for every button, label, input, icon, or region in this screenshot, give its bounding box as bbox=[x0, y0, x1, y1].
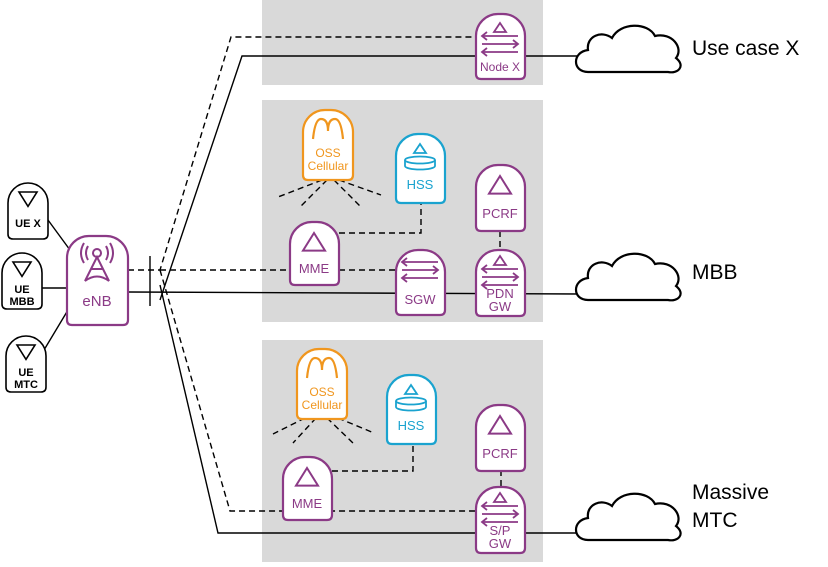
oss-fan-line bbox=[337, 417, 375, 434]
database-icon bbox=[404, 142, 436, 171]
hss-label: HSS bbox=[398, 418, 425, 433]
database-icon bbox=[395, 383, 427, 412]
cloud-label-use-case-x: Use case X bbox=[692, 37, 799, 60]
oss-fan-line bbox=[277, 179, 323, 198]
pcrf-label: PCRF bbox=[482, 206, 517, 221]
oss-fan-line bbox=[299, 179, 328, 208]
oss-label-line1: OSS bbox=[315, 146, 340, 160]
oss-fan-line bbox=[292, 417, 317, 444]
mbb-pcrf: PCRF bbox=[474, 163, 527, 233]
mtc-hss-shape bbox=[385, 373, 438, 446]
mtc-pcrf-shape bbox=[474, 403, 527, 473]
cloud-label-mtc-line1: Massive bbox=[692, 481, 769, 504]
oss-fan-line bbox=[272, 417, 306, 435]
ue-0: UE X bbox=[7, 182, 49, 240]
cloud-mtc bbox=[574, 492, 682, 542]
mbb-sgw: SGW bbox=[394, 248, 447, 317]
pdn-gw-label-line2: GW bbox=[489, 299, 512, 314]
mtc-hss: HSS bbox=[385, 373, 438, 446]
mbb-mme: MME bbox=[288, 220, 341, 287]
user-link-mtc bbox=[159, 284, 578, 534]
mtc-mme-shape bbox=[281, 455, 334, 522]
enb: eNB bbox=[65, 234, 130, 327]
triangle-icon bbox=[492, 21, 508, 33]
oss-wave-icon bbox=[311, 117, 345, 140]
mbb-pdn-gw-shape bbox=[474, 248, 527, 318]
cloud-label-mtc-line2: MTC bbox=[692, 509, 738, 532]
mtc-sp-gw-shape bbox=[474, 485, 527, 555]
mbb-hss: HSS bbox=[394, 132, 447, 205]
control-link-mtc bbox=[159, 269, 477, 512]
mme-label: MME bbox=[292, 496, 323, 511]
node-x-shape bbox=[474, 12, 527, 81]
triangle-icon bbox=[294, 466, 320, 487]
mtc-sp-gw: S/PGW bbox=[474, 485, 527, 555]
node-x-label: Node X bbox=[480, 60, 520, 74]
pcrf-label: PCRF bbox=[482, 446, 517, 461]
mbb-pcrf-shape bbox=[474, 163, 527, 233]
ue-0-shape bbox=[7, 182, 49, 240]
sgw-label: SGW bbox=[404, 292, 436, 307]
oss-label-line2: Cellular bbox=[308, 159, 349, 173]
mbb-hss-shape bbox=[394, 132, 447, 205]
inverted-triangle-icon bbox=[11, 261, 33, 278]
hss-label: HSS bbox=[407, 177, 434, 192]
control-link-mtc-mme-hss bbox=[332, 440, 414, 472]
ue-label-line1: UE bbox=[14, 284, 29, 296]
link-ue-mtc-enb bbox=[43, 309, 69, 351]
oss-fan-line bbox=[333, 179, 362, 208]
triangle-icon bbox=[301, 231, 327, 252]
sp-gw-label-line1: S/P bbox=[490, 523, 511, 538]
inverted-triangle-icon bbox=[17, 191, 39, 208]
ue-label: UE X bbox=[15, 218, 41, 230]
antenna-tower-icon bbox=[80, 242, 114, 282]
control-link-node-x bbox=[128, 36, 477, 271]
cloud-use-case-x bbox=[574, 24, 682, 74]
ue-1-shape bbox=[1, 252, 43, 310]
pdn-gw-label-line1: PDN bbox=[486, 286, 513, 301]
oss-fan-line bbox=[338, 179, 382, 196]
link-ue-x-enb bbox=[47, 219, 71, 251]
ue-label-line2: MBB bbox=[9, 296, 34, 308]
triangle-icon bbox=[487, 174, 513, 195]
ue-2-shape bbox=[5, 335, 47, 393]
cloud-label-mbb: MBB bbox=[692, 261, 738, 284]
inverted-triangle-icon bbox=[15, 344, 37, 361]
ue-label-line1: UE bbox=[18, 367, 33, 379]
cloud-mbb bbox=[574, 252, 682, 302]
bidirectional-arrows-icon bbox=[480, 491, 520, 527]
oss-label-line2: Cellular bbox=[302, 398, 343, 412]
mbb-sgw-shape bbox=[394, 248, 447, 317]
bidirectional-arrows-icon bbox=[400, 257, 440, 283]
mtc-mme: MME bbox=[281, 455, 334, 522]
mbb-mme-shape bbox=[288, 220, 341, 287]
oss-wave-icon bbox=[305, 356, 339, 379]
triangle-icon bbox=[487, 414, 513, 435]
user-link-node-x bbox=[159, 55, 578, 301]
triangle-icon bbox=[492, 491, 508, 503]
oss-label-line1: OSS bbox=[309, 385, 334, 399]
node-x: Node X bbox=[474, 12, 527, 81]
triangle-icon bbox=[492, 254, 508, 266]
oss-fan-line bbox=[326, 417, 354, 444]
bidirectional-arrows-icon bbox=[480, 254, 520, 290]
control-link-mbb-mme-hss bbox=[339, 203, 422, 234]
mtc-pcrf: PCRF bbox=[474, 403, 527, 473]
mme-label: MME bbox=[299, 261, 330, 276]
bidirectional-arrows-icon bbox=[480, 21, 520, 57]
ue-label-line2: MTC bbox=[14, 379, 38, 391]
sp-gw-label-line2: GW bbox=[489, 536, 512, 551]
enb-label: eNB bbox=[82, 293, 111, 310]
